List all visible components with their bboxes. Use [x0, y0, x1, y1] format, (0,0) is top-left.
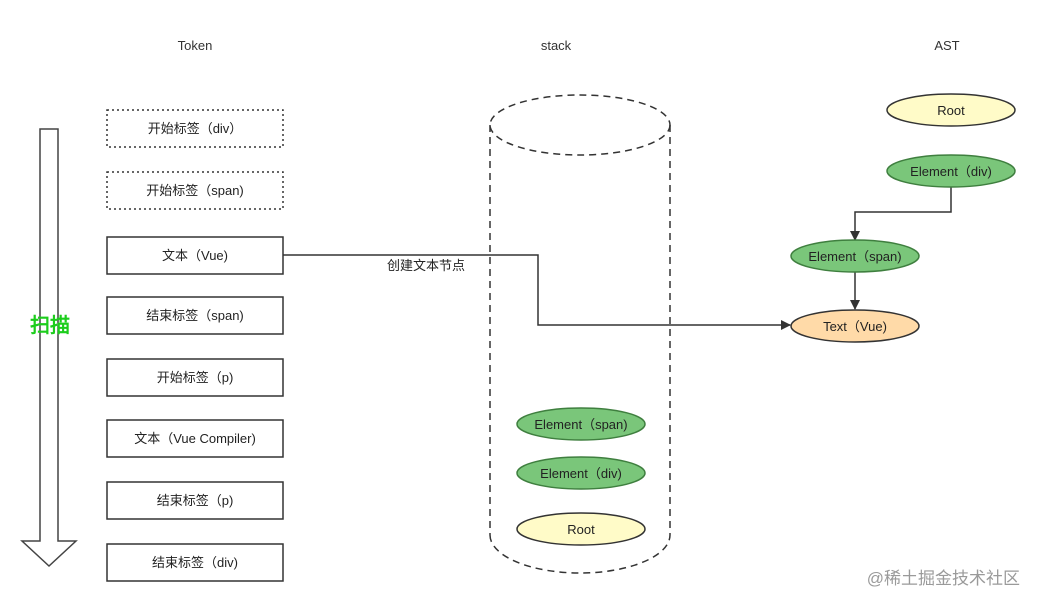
token-label: 结束标签（div): [152, 555, 238, 570]
token-list: 开始标签（div） 开始标签（span) 文本（Vue) 结束标签（span) 开始标签…: [106, 109, 284, 582]
create-text-node-edge: [283, 254, 791, 330]
scan-label: 扫描: [30, 313, 70, 337]
token-label: 结束标签（p): [157, 493, 234, 508]
token-box: 开始标签（p): [106, 358, 284, 397]
stack-item-label: Element（span): [534, 417, 627, 432]
token-label: 开始标签（p): [157, 370, 234, 385]
stack-items: Element（span) Element（div) Root: [516, 407, 646, 546]
ast-node: Element（div): [886, 154, 1016, 188]
ast-node: Text（Vue): [790, 309, 920, 343]
stack-item: Element（span): [516, 407, 646, 441]
stack-item: Root: [516, 512, 646, 546]
ast-edge-div-span: [850, 186, 952, 241]
token-box: 开始标签（div）: [106, 109, 284, 148]
ast-node-label: Text（Vue): [823, 319, 887, 334]
token-box: 结束标签（div): [106, 543, 284, 582]
stack-column-header: stack: [541, 38, 572, 53]
token-label: 结束标签（span): [146, 308, 244, 323]
token-label: 开始标签（span): [146, 183, 244, 198]
ast-node: Element（span): [790, 239, 920, 273]
token-box: 结束标签（p): [106, 481, 284, 520]
token-box: 开始标签（span): [106, 171, 284, 210]
token-column-header: Token: [178, 38, 213, 53]
token-box: 文本（Vue): [106, 236, 284, 275]
ast-node-label: Element（span): [808, 249, 901, 264]
ast-node: Root: [886, 93, 1016, 127]
token-box: 文本（Vue Compiler): [106, 419, 284, 458]
ast-node-label: Root: [937, 103, 965, 118]
ast-column-header: AST: [934, 38, 959, 53]
stack-item-label: Root: [567, 522, 595, 537]
stack-item-label: Element（div): [540, 466, 622, 481]
token-label: 文本（Vue): [162, 248, 228, 263]
token-label: 开始标签（div）: [148, 121, 243, 136]
ast-node-label: Element（div): [910, 164, 992, 179]
token-box: 结束标签（span): [106, 296, 284, 335]
watermark: @稀土掘金技术社区: [867, 569, 1020, 588]
token-label: 文本（Vue Compiler): [134, 431, 256, 446]
scan-arrow: [20, 128, 78, 568]
create-text-node-label: 创建文本节点: [387, 258, 465, 273]
stack-item: Element（div): [516, 456, 646, 490]
stack-cylinder: [489, 94, 671, 574]
